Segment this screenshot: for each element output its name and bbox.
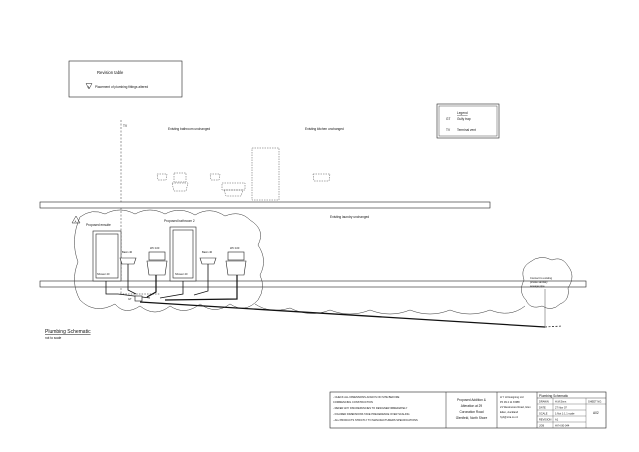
revision-triangle-icon bbox=[85, 83, 93, 90]
note-3: - REFER ANY DISCREPANCIES TO DESIGNER IM… bbox=[333, 406, 408, 410]
tb-value-scale: 1:Not 1:1.1 scale bbox=[555, 412, 575, 416]
terminal-vent-label: TV bbox=[123, 124, 128, 128]
tb-label-scale: SCALE bbox=[539, 412, 548, 416]
company-line-2: Ph 09 4 11 8 888 bbox=[500, 400, 520, 404]
shower-1-drain bbox=[105, 281, 118, 295]
proposed-ensuite-label: Proposed ensuite bbox=[86, 223, 111, 227]
company-line-5: hyh@xtra.co.nz bbox=[500, 415, 519, 419]
basin-1-drain bbox=[127, 264, 137, 295]
shower-2 bbox=[169, 226, 197, 282]
revision-cloud-pipe bbox=[254, 303, 526, 315]
note-5: - ALL PRODUCTS STRICTLY TO MANUFACTURERS… bbox=[333, 418, 418, 422]
basin-2 bbox=[199, 257, 217, 265]
existing-wc-cistern bbox=[173, 172, 187, 183]
existing-basin-2 bbox=[209, 173, 221, 181]
title-block-title: Plumbing Schematic bbox=[539, 394, 568, 398]
basin-2-drain bbox=[193, 264, 209, 296]
proposed-fixtures bbox=[92, 226, 247, 282]
shower-2-inner bbox=[172, 229, 194, 279]
shower1-label: Shower 40 bbox=[97, 272, 110, 276]
legend-inner-box bbox=[438, 105, 498, 137]
project-line-1: Proposed Addition & bbox=[457, 398, 487, 402]
wc-1-drain bbox=[146, 275, 157, 298]
schematic-subtitle: not to scale bbox=[45, 336, 62, 340]
company-line-4: Eden, Auckland bbox=[500, 410, 519, 414]
connect-line-1: Connect to existing bbox=[530, 276, 553, 280]
note-2: COMMENCING CONSTRUCTION bbox=[333, 400, 373, 404]
existing-bathroom-label: Existing bathroom unchanged bbox=[168, 127, 210, 131]
shower2-label: Shower 40 bbox=[175, 272, 188, 276]
existing-sink bbox=[221, 182, 246, 191]
connect-line-3: sewage pipe bbox=[530, 284, 545, 288]
project-line-2: Alteration at 29 bbox=[461, 404, 483, 408]
connect-line-2: private sanitary bbox=[530, 280, 548, 284]
revision-cloud-lower bbox=[74, 209, 264, 313]
tb-sheet-label: SHEET NO. bbox=[588, 400, 602, 404]
schematic-title: Plumbing Schematic bbox=[45, 329, 91, 335]
basin2-label: Basin 40 bbox=[202, 250, 213, 254]
note-1: - CHECK ALL DIMENSIONS ALWAYS ON SITE BE… bbox=[333, 395, 400, 399]
wc-2-drain bbox=[164, 275, 238, 301]
existing-laundry-label: Existing laundry unchanged bbox=[330, 215, 369, 219]
legend-text-gt: Gully trap bbox=[457, 117, 471, 121]
legend-text-tv: Terminal vent bbox=[457, 128, 476, 132]
existing-wc-pan bbox=[171, 182, 189, 192]
legend-code-gt: GT bbox=[446, 117, 450, 121]
shower-2-drain bbox=[159, 281, 184, 299]
wc-1-pan bbox=[146, 260, 168, 276]
revision-marker-icon bbox=[71, 215, 81, 224]
basin-1 bbox=[119, 257, 137, 265]
gully-trap-label: GT bbox=[128, 297, 132, 301]
lower-floor-slab bbox=[39, 280, 587, 288]
tb-label-job: JOB bbox=[539, 424, 544, 428]
collector-pipe bbox=[117, 293, 151, 299]
main-sewer-pipe bbox=[139, 301, 546, 328]
existing-basin-1 bbox=[156, 173, 168, 181]
drain-pipes bbox=[105, 264, 563, 328]
existing-sewer-pipe bbox=[544, 325, 563, 328]
tb-value-job: HYH 00-044 bbox=[555, 424, 570, 428]
wc-2-pan bbox=[225, 260, 247, 276]
gully-trap-icon bbox=[134, 295, 143, 302]
existing-kitchen-sink bbox=[312, 173, 331, 182]
basin1-label: Basin 40 bbox=[122, 250, 133, 254]
shower-1-inner bbox=[95, 233, 119, 279]
wc-2-cistern bbox=[227, 251, 245, 261]
revision-text: Placement of plumbing fittings altered bbox=[95, 85, 148, 89]
tb-value-drawn: H.M.Sims bbox=[555, 400, 567, 404]
revision-marker-label: A bbox=[75, 219, 77, 223]
revision-table bbox=[68, 60, 183, 98]
legend-box bbox=[436, 103, 500, 139]
project-line-4: Glenfield, North Shore bbox=[456, 416, 488, 420]
existing-kitchen-label: Existing kitchen unchanged bbox=[305, 127, 344, 131]
note-4: - FIGURED DIMENSIONS TAKE PRECEDENCE OVE… bbox=[333, 412, 410, 416]
existing-sink-bowl bbox=[223, 189, 244, 197]
company-line-1: H Y H Designing Ltd bbox=[500, 395, 524, 399]
wc-1-cistern bbox=[148, 251, 166, 261]
tb-sheet-value: A02 bbox=[593, 411, 599, 415]
tb-value-date: 27 Nov 07 bbox=[555, 406, 567, 410]
legend-code-tv: TV bbox=[446, 128, 451, 132]
proposed-bathroom-label: Proposed bathroom 2 bbox=[164, 219, 195, 223]
existing-shower bbox=[251, 147, 280, 201]
upper-floor-slab bbox=[39, 201, 491, 209]
connection-cloud bbox=[521, 257, 573, 309]
revision-mark: A bbox=[88, 85, 90, 89]
existing-fixtures bbox=[156, 147, 331, 201]
title-block bbox=[329, 391, 607, 429]
revision-table-title: Revision table bbox=[97, 70, 124, 75]
company-line-3: 21 Westmoore Road, Glen bbox=[500, 405, 531, 409]
wc2-label: WC 100 bbox=[230, 246, 240, 250]
legend-title: Legend bbox=[457, 111, 468, 115]
tb-label-drawn: DRAWN bbox=[539, 400, 549, 404]
wc1-label: WC 100 bbox=[150, 246, 160, 250]
tb-label-date: DATE bbox=[539, 406, 546, 410]
shower-1 bbox=[92, 230, 122, 282]
tb-label-revision: REVISION bbox=[539, 418, 552, 422]
tb-value-revision: A1 bbox=[555, 418, 559, 422]
project-line-3: Coronation Road bbox=[459, 410, 483, 414]
